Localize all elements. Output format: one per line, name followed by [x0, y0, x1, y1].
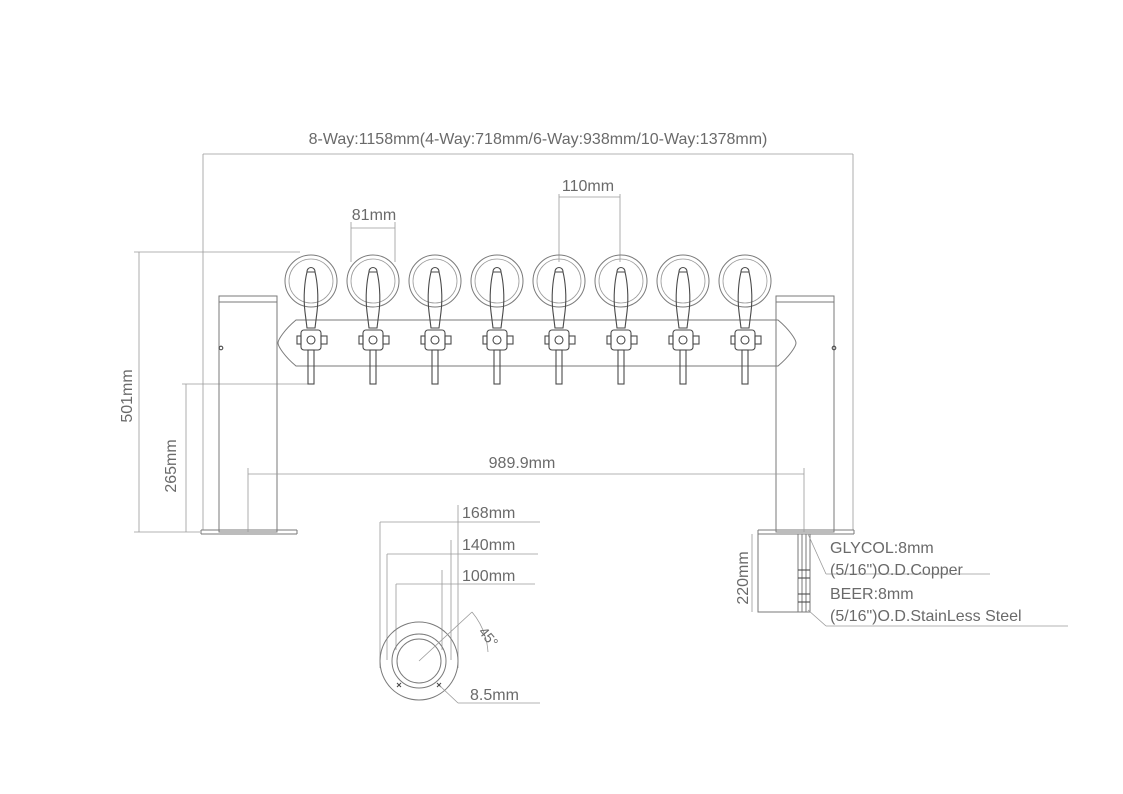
tap-spout [679, 349, 687, 385]
tap-faucet [346, 254, 400, 385]
faucet-height-dimension: 265mm [163, 383, 310, 532]
tap-body [362, 329, 384, 351]
tap-spout [555, 349, 563, 385]
tap-faucet [718, 254, 772, 385]
base-168-label: 168mm [462, 505, 515, 522]
left-leg [200, 295, 298, 535]
base-140-label: 140mm [462, 537, 515, 554]
tap-spout [617, 349, 625, 385]
tap-spout [431, 349, 439, 385]
tap-medallion [594, 254, 648, 308]
tap-handle [365, 271, 381, 329]
tap-medallion [346, 254, 400, 308]
tap-body [548, 329, 570, 351]
leg-spacing-label: 989.9mm [489, 455, 556, 472]
tap-faucet [284, 254, 338, 385]
tap-medallion [408, 254, 462, 308]
tap-handle [489, 271, 505, 329]
tap-body [734, 329, 756, 351]
tap-medallion [532, 254, 586, 308]
tap-faucet [408, 254, 462, 385]
base-100-label: 100mm [462, 568, 515, 585]
beer-label: BEER:8mm [830, 586, 914, 603]
tap-row [284, 254, 772, 385]
beer-spec-label: (5/16")O.D.StainLess Steel [830, 608, 1022, 625]
tap-handle [303, 271, 319, 329]
tap-handle [551, 271, 567, 329]
hole-label: 8.5mm [470, 687, 519, 704]
tap-medallion [656, 254, 710, 308]
handle-width-dimension: 81mm [350, 207, 396, 262]
glycol-label: GLYCOL:8mm [830, 540, 934, 557]
tap-spout [369, 349, 377, 385]
total-height-label: 501mm [119, 369, 136, 422]
tap-faucet [532, 254, 586, 385]
faucet-height-label: 265mm [163, 439, 180, 492]
tap-body [672, 329, 694, 351]
tap-faucet [594, 254, 648, 385]
tap-handle [427, 271, 443, 329]
base-plate-detail: 168mm 140mm 100mm 45° 8.5mm [379, 505, 540, 704]
tap-body [610, 329, 632, 351]
tap-faucet [470, 254, 524, 385]
tap-spacing-label: 110mm [562, 178, 614, 195]
tap-medallion [718, 254, 772, 308]
total-height-dimension: 501mm [119, 251, 300, 533]
tap-medallion [284, 254, 338, 308]
handle-width-label: 81mm [352, 207, 396, 224]
tap-handle [675, 271, 691, 329]
leg-spacing-dimension: 989.9mm [247, 455, 805, 532]
tap-spacing-dimension: 110mm [558, 178, 621, 262]
tap-spout [741, 349, 749, 385]
overall-width-label: 8-Way:1158mm(4-Way:718mm/6-Way:938mm/10-… [309, 131, 768, 148]
tap-body [300, 329, 322, 351]
glycol-spec-label: (5/16")O.D.Copper [830, 562, 964, 579]
angle-label: 45° [476, 624, 502, 651]
tap-handle [613, 271, 629, 329]
tap-faucet [656, 254, 710, 385]
tap-body [486, 329, 508, 351]
tap-spout [307, 349, 315, 385]
tap-crossbar [277, 319, 797, 367]
python-line-detail: 220mm GLYCOL:8mm (5/16")O.D.Copper BEER:… [735, 533, 1068, 627]
tap-handle [737, 271, 753, 329]
tap-spout [493, 349, 501, 385]
python-height-label: 220mm [735, 551, 752, 604]
tap-medallion [470, 254, 524, 308]
right-leg [757, 295, 855, 535]
overall-width-dimension: 8-Way:1158mm(4-Way:718mm/6-Way:938mm/10-… [202, 131, 854, 530]
tap-body [424, 329, 446, 351]
